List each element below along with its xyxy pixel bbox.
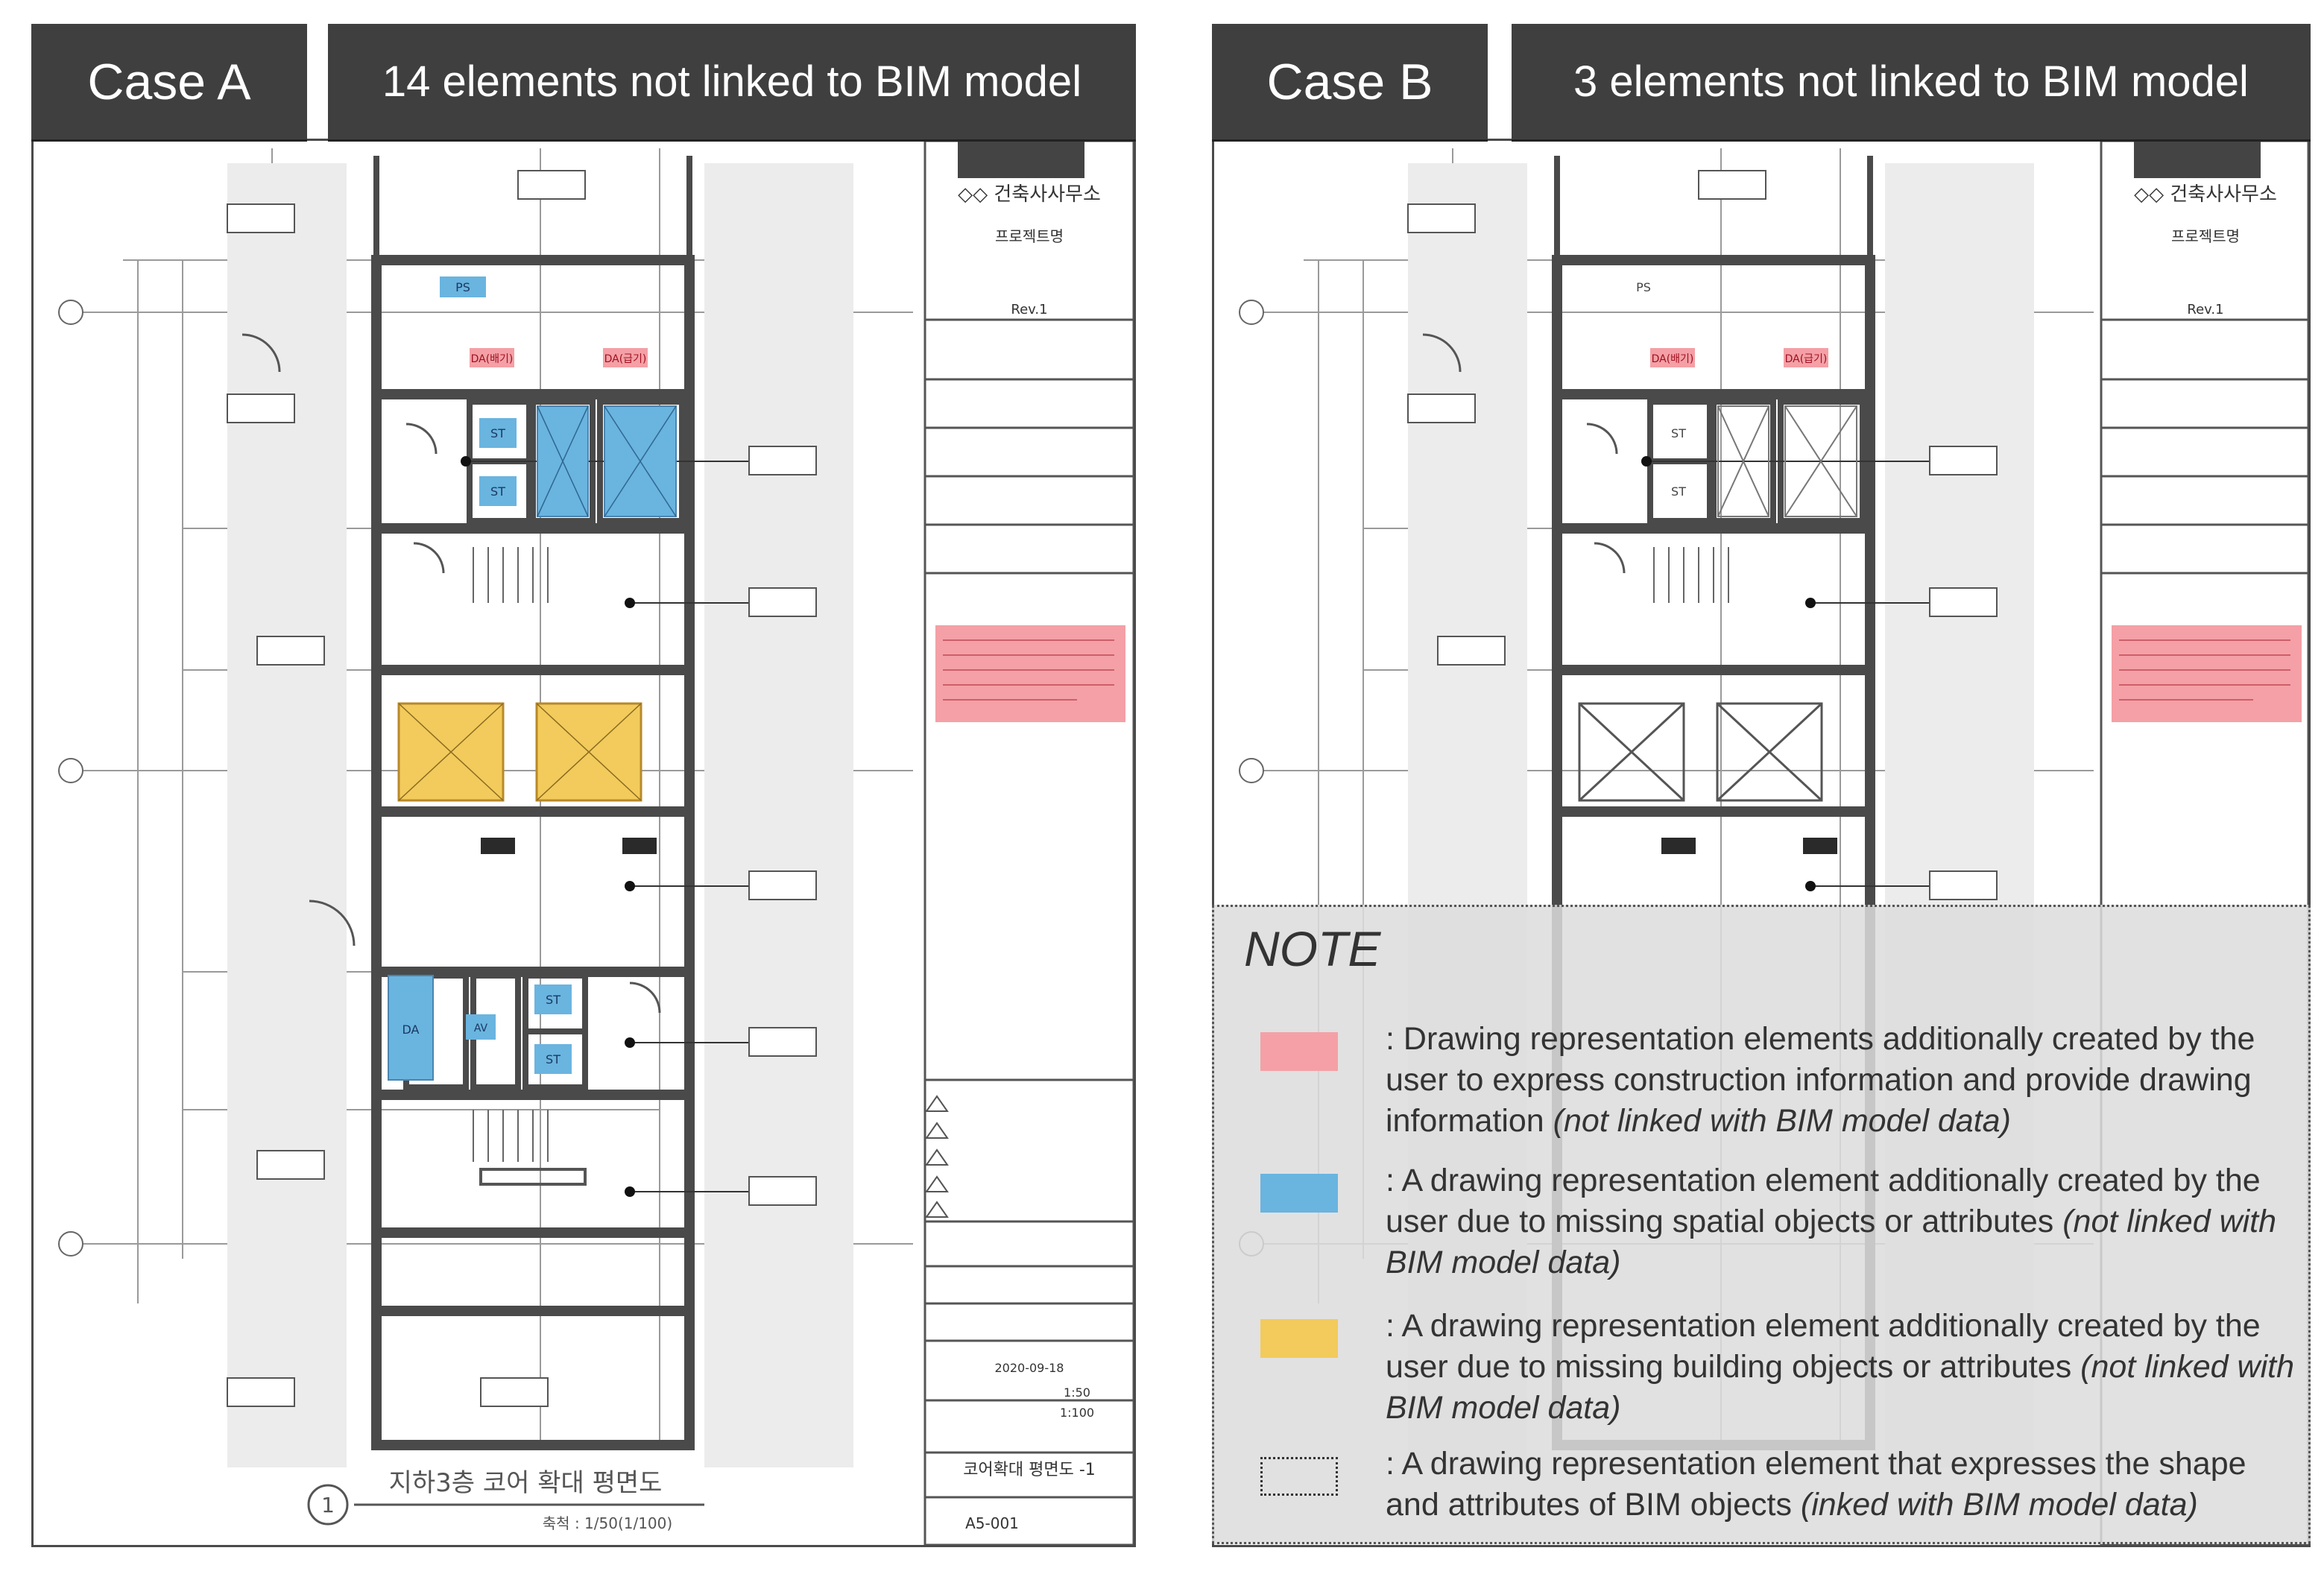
tb-scale-a3: 1:100 [1060, 1406, 1094, 1420]
red-swatch [1260, 1032, 1338, 1071]
da-supply-label: DA(급기) [1785, 353, 1828, 365]
legend-text: : A drawing representation element addit… [1386, 1306, 2302, 1429]
st-label-2: ST [1671, 484, 1686, 499]
yellow-swatch [1260, 1319, 1338, 1358]
legend-qualifier: (inked with BIM model data) [1800, 1487, 2198, 1523]
revision: Rev.1 [2187, 302, 2223, 317]
legend-qualifier: (not linked with BIM model data) [1386, 1204, 2277, 1280]
panel-case-a: PS DA(배기) DA(급기) ST ST DA [31, 139, 1136, 1547]
legend-note: NOTE : Drawing representation elements a… [1212, 905, 2311, 1544]
av-label: AV [474, 1023, 488, 1034]
dotted-swatch [1260, 1457, 1338, 1496]
drawing-number: 1 [321, 1493, 335, 1517]
legend-description: : A drawing representation element addit… [1386, 1163, 2261, 1239]
case-b-label: Case B [1212, 24, 1488, 142]
da-exhaust-label: DA(배기) [471, 353, 514, 365]
project-name: 프로젝트명 [995, 227, 1064, 245]
project-name: 프로젝트명 [2171, 227, 2240, 245]
drawing-scale: 축척 : 1/50(1/100) [543, 1514, 672, 1532]
revision: Rev.1 [1011, 302, 1047, 317]
st-label-4: ST [546, 1052, 561, 1066]
office-name: ◇◇ 건축사사무소 [958, 183, 1101, 206]
st-label-3: ST [546, 993, 561, 1007]
tb-drawing-title: 코어확대 평면도 -1 [963, 1461, 1096, 1479]
da-label: DA [402, 1023, 420, 1037]
da-exhaust-label: DA(배기) [1652, 353, 1694, 365]
st-label-1: ST [490, 426, 505, 440]
legend-description: : A drawing representation element that … [1386, 1446, 2246, 1523]
legend-text: : Drawing representation elements additi… [1386, 1019, 2302, 1142]
da-supply-label: DA(급기) [604, 353, 647, 365]
case-b-summary: 3 elements not linked to BIM model [1512, 24, 2311, 142]
st-label-1: ST [1671, 426, 1686, 440]
case-a-label: Case A [31, 24, 307, 142]
tb-scale-a1: 1:50 [1064, 1385, 1090, 1400]
blue-swatch [1260, 1174, 1338, 1213]
legend-text: : A drawing representation element that … [1386, 1444, 2302, 1526]
st-label-2: ST [490, 484, 505, 499]
legend-text: : A drawing representation element addit… [1386, 1160, 2302, 1283]
ps-label: PS [1636, 280, 1651, 294]
case-a-summary: 14 elements not linked to BIM model [328, 24, 1136, 142]
office-name: ◇◇ 건축사사무소 [2134, 183, 2277, 206]
ps-label: PS [455, 280, 470, 294]
floor-plan-drawing: PS DA(배기) DA(급기) ST ST DA [58, 141, 1134, 1545]
drawing-title: 지하3층 코어 확대 평면도 [389, 1468, 663, 1498]
legend-qualifier: (not linked with BIM model data) [1386, 1349, 2294, 1426]
legend-qualifier: (not linked with BIM model data) [1553, 1103, 2011, 1139]
tb-sheet-no: A5-001 [965, 1514, 1019, 1532]
legend-description: : Drawing representation elements additi… [1386, 1021, 2255, 1139]
note-title: NOTE [1244, 921, 1381, 976]
tb-date: 2020-09-18 [995, 1361, 1064, 1375]
legend-description: : A drawing representation element addit… [1386, 1308, 2261, 1385]
